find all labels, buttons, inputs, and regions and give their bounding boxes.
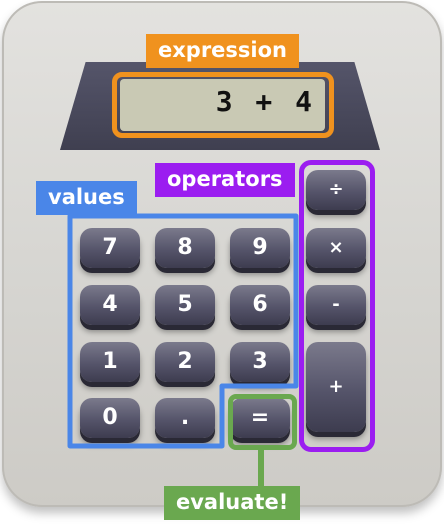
evaluate-highlight-box <box>228 394 297 450</box>
divide-key[interactable]: ÷ <box>306 170 366 210</box>
display-text: 3 + 4 <box>215 85 315 118</box>
multiply-key[interactable]: × <box>306 228 366 268</box>
calculator-display: 3 + 4 <box>120 79 325 131</box>
operators-highlight-box <box>299 160 375 452</box>
key-8[interactable]: 8 <box>155 228 215 268</box>
values-label: values <box>36 181 137 215</box>
key-3[interactable]: 3 <box>230 342 290 382</box>
minus-key[interactable]: - <box>306 285 366 325</box>
expression-label: expression <box>146 34 299 68</box>
key-4[interactable]: 4 <box>80 285 140 325</box>
equals-key[interactable]: = <box>230 398 290 438</box>
key-9[interactable]: 9 <box>230 228 290 268</box>
key-0[interactable]: 0 <box>80 398 140 438</box>
key-7[interactable]: 7 <box>80 228 140 268</box>
key-2[interactable]: 2 <box>155 342 215 382</box>
key-decimal[interactable]: . <box>155 398 215 438</box>
evaluate-connector-line <box>258 449 264 486</box>
key-6[interactable]: 6 <box>230 285 290 325</box>
operators-label: operators <box>155 163 295 197</box>
key-1[interactable]: 1 <box>80 342 140 382</box>
expression-highlight-box <box>112 72 334 138</box>
evaluate-label: evaluate! <box>164 486 301 520</box>
plus-key[interactable]: + <box>306 342 366 432</box>
key-5[interactable]: 5 <box>155 285 215 325</box>
